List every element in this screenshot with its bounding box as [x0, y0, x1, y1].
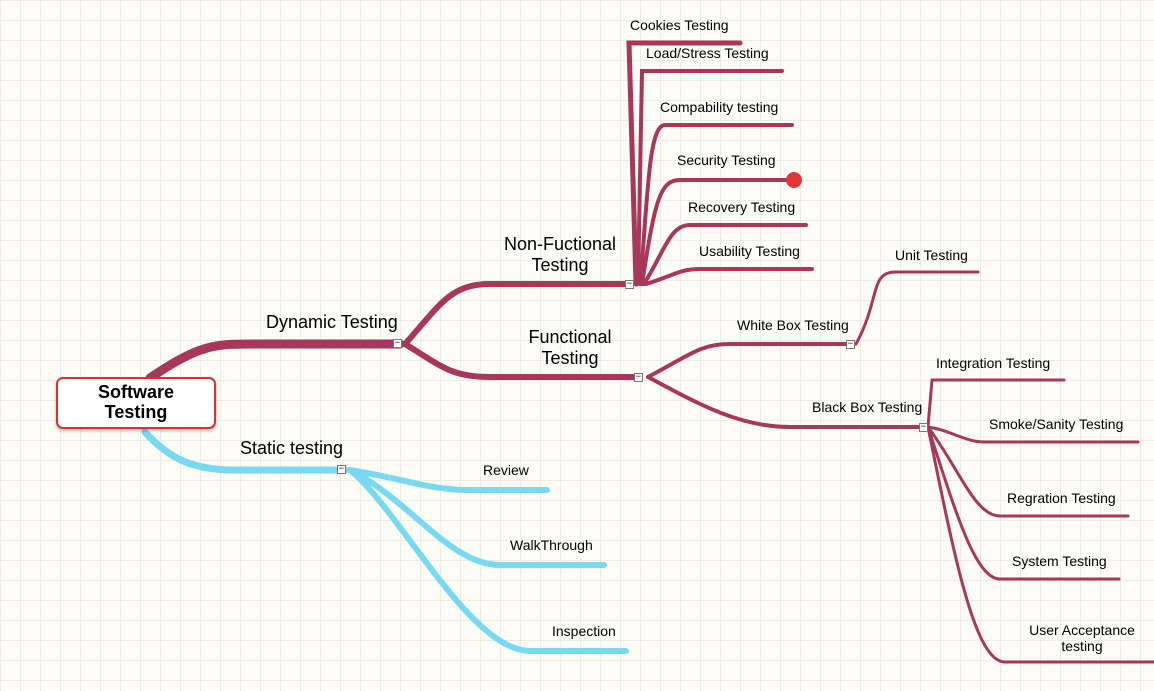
leaf-smoke-sanity-testing[interactable]: Smoke/Sanity Testing	[989, 416, 1124, 432]
connector-inspection	[347, 467, 629, 654]
connector-root-dynamic	[145, 339, 405, 383]
leaf-inspection[interactable]: Inspection	[552, 623, 616, 639]
connector-review	[347, 467, 550, 493]
connector-system	[926, 425, 1121, 581]
collapse-toggle-functional[interactable]: −	[634, 372, 643, 382]
leaf-recovery-testing[interactable]: Recovery Testing	[688, 199, 796, 215]
leaf-security-testing[interactable]: Security Testing	[677, 152, 776, 168]
leaf-system-testing[interactable]: System Testing	[1012, 553, 1107, 569]
connector-regration	[926, 425, 1130, 518]
connector-dynamic-nonfunctional	[402, 281, 633, 347]
connector-dynamic-functional	[402, 341, 643, 380]
connector-walkthrough	[347, 467, 607, 568]
leaf-compability-testing[interactable]: Compability testing	[660, 99, 779, 115]
connector-whitebox-unit	[854, 270, 980, 346]
connector-functional-blackbox	[646, 375, 927, 429]
branch-static-testing[interactable]: Static testing	[240, 438, 344, 458]
leaf-usability-testing[interactable]: Usability Testing	[699, 243, 800, 259]
branch-dynamic-testing[interactable]: Dynamic Testing	[266, 312, 398, 332]
leaf-cookies-testing[interactable]: Cookies Testing	[630, 17, 729, 33]
connector-cookies	[626, 40, 743, 287]
collapse-toggle-white-box[interactable]: −	[846, 339, 855, 349]
branch-black-box-testing[interactable]: Black Box Testing	[812, 399, 923, 415]
branch-functional-testing[interactable]: Functional Testing	[528, 327, 612, 368]
connector-integration	[926, 378, 1066, 429]
leaf-unit-testing[interactable]: Unit Testing	[895, 247, 968, 263]
leaf-walkthrough[interactable]: WalkThrough	[510, 537, 593, 553]
leaf-user-acceptance-testing[interactable]: User Acceptance testing	[1029, 622, 1135, 655]
root-node-software-testing[interactable]: Software Testing	[56, 377, 216, 429]
connector-load-stress	[636, 69, 784, 286]
branch-white-box-testing[interactable]: White Box Testing	[737, 317, 849, 333]
collapse-toggle-non-functional[interactable]: −	[625, 279, 634, 289]
connector-compability	[638, 123, 794, 286]
collapse-toggle-dynamic[interactable]: −	[393, 338, 402, 348]
branch-non-functional-testing[interactable]: Non-Fuctional Testing	[503, 234, 617, 275]
leaf-regration-testing[interactable]: Regration Testing	[1007, 490, 1116, 506]
leaf-integration-testing[interactable]: Integration Testing	[936, 355, 1051, 371]
connector-security	[640, 178, 797, 286]
leaf-review[interactable]: Review	[483, 462, 529, 478]
connector-user-acceptance	[926, 425, 1154, 664]
root-label: Software Testing	[97, 382, 175, 422]
collapse-toggle-static[interactable]: −	[337, 464, 346, 474]
red-dot-marker-icon[interactable]	[786, 172, 802, 188]
collapse-toggle-black-box[interactable]: −	[919, 422, 928, 432]
connector-usability	[644, 267, 814, 286]
connector-smoke	[926, 425, 1140, 444]
leaf-load-stress-testing[interactable]: Load/Stress Testing	[646, 45, 769, 61]
connector-recovery	[642, 223, 808, 286]
connector-functional-whitebox	[646, 342, 854, 379]
connector-root-static	[141, 428, 349, 474]
